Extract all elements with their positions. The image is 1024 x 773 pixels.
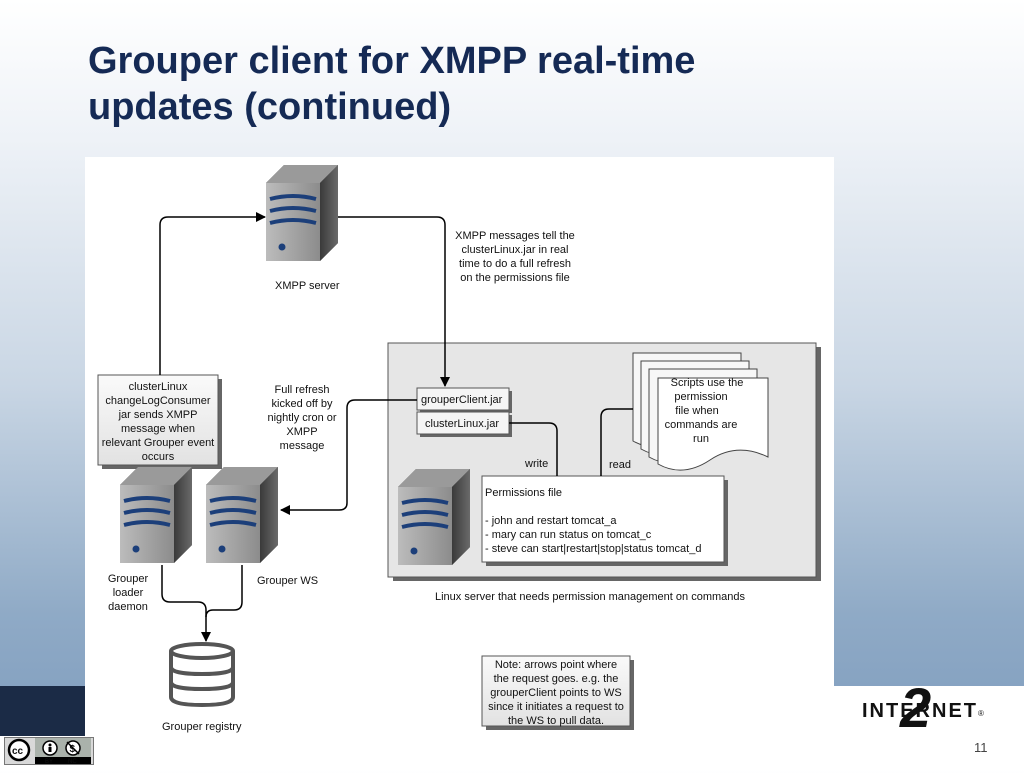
diagram-panel: Linux server that needs permission manag…	[85, 157, 834, 768]
grouper-client-jar-box	[416, 387, 510, 411]
cc-by-label: BY	[45, 759, 53, 764]
arrow-note-text: Note: arrows point where the request goe…	[488, 659, 624, 727]
architecture-diagram: Linux server that needs permission manag…	[97, 163, 821, 733]
grouper-loader-server-icon	[118, 465, 194, 565]
client-to-ws-arrow	[280, 399, 417, 515]
scripts-note-line: commands are	[665, 419, 738, 431]
footer-dark-band	[0, 686, 88, 736]
loader-label-line: Grouper	[108, 573, 149, 585]
consumer-line: changeLogConsumer	[105, 395, 211, 407]
arrow-note-box	[481, 655, 631, 727]
arrow-note-line: the WS to pull data.	[508, 715, 604, 727]
read-connector	[600, 408, 633, 476]
linux-server-label: Linux server that needs permission manag…	[435, 591, 745, 603]
linux-server-icon	[396, 467, 472, 567]
ws-label: Grouper WS	[257, 575, 318, 587]
grouper-client-jar-label: grouperClient.jar	[421, 394, 503, 406]
loader-to-registry-arrow	[161, 565, 211, 642]
consumer-line: message when	[121, 423, 195, 435]
ws-to-registry-connector	[205, 565, 243, 618]
permissions-file-box	[481, 475, 725, 563]
internet2-logo: 2 INTERNET ®	[860, 675, 1000, 765]
full-refresh-note: Full refresh kicked off by nightly cron …	[267, 384, 336, 452]
scripts-note: Scripts use the permission file when com…	[665, 377, 744, 445]
scripts-document-stack	[632, 352, 769, 471]
consumer-box-text: clusterLinux changeLogConsumer jar sends…	[102, 381, 215, 463]
cc-badge-graphic: cc $ BY NC	[7, 738, 91, 765]
loader-label-line: daemon	[108, 601, 148, 613]
full-refresh-line: XMPP	[286, 426, 317, 438]
consumer-box	[97, 374, 219, 466]
full-refresh-line: Full refresh	[274, 384, 329, 396]
scripts-note-line: permission	[674, 391, 727, 403]
scripts-note-line: run	[693, 433, 709, 445]
cc-nc-label: NC	[68, 759, 77, 764]
arrow-note-line: the request goes. e.g. the	[494, 673, 619, 685]
registered-mark: ®	[978, 709, 984, 718]
arrow-note-line: since it initiates a request to	[488, 701, 624, 713]
title-line-2: updates (continued)	[88, 86, 452, 128]
permission-line: - john and restart tomcat_a	[485, 515, 617, 527]
xmpp-note-line: on the permissions file	[460, 272, 569, 284]
arrow-note-line: grouperClient points to WS	[490, 687, 621, 699]
xmpp-note-line: time to do a full refresh	[459, 258, 571, 270]
logo-text: INTERNET	[862, 700, 978, 722]
read-label: read	[609, 459, 631, 471]
full-refresh-line: message	[280, 440, 325, 452]
slide-title: Grouper client for XMPP real-time update…	[88, 38, 888, 130]
full-refresh-line: nightly cron or	[267, 412, 336, 424]
permissions-title: Permissions file	[485, 487, 562, 499]
write-label: write	[524, 458, 548, 470]
internet2-logo-graphic: 2 INTERNET ®	[862, 676, 984, 739]
svg-text:cc: cc	[12, 746, 24, 757]
cc-license-badge: cc $ BY NC	[4, 737, 94, 765]
consumer-to-xmpp-arrow	[159, 212, 266, 375]
logo-mark: 2	[899, 676, 931, 739]
xmpp-note-line: XMPP messages tell the	[455, 230, 575, 242]
consumer-line: occurs	[142, 451, 175, 463]
title-line-1: Grouper client for XMPP real-time	[88, 40, 696, 82]
xmpp-server-label: XMPP server	[275, 280, 340, 292]
xmpp-note-line: clusterLinux.jar in real	[462, 244, 569, 256]
arrow-note-line: Note: arrows point where	[495, 659, 617, 671]
xmpp-note: XMPP messages tell the clusterLinux.jar …	[455, 230, 575, 284]
grouper-ws-server-icon	[204, 465, 280, 565]
loader-label-line: loader	[113, 587, 144, 599]
jar-write-connector	[509, 422, 558, 476]
xmpp-server-icon	[264, 163, 340, 263]
permission-line: - mary can run status on tomcat_c	[485, 529, 652, 541]
consumer-line: relevant Grouper event	[102, 437, 215, 449]
page-number: 11	[974, 740, 988, 755]
full-refresh-line: kicked off by	[272, 398, 333, 410]
permission-line: - steve can start|restart|stop|status to…	[485, 543, 701, 555]
registry-label: Grouper registry	[162, 721, 242, 733]
consumer-line: clusterLinux	[129, 381, 188, 393]
scripts-note-line: file when	[675, 405, 718, 417]
consumer-line: jar sends XMPP	[118, 409, 198, 421]
database-icon	[169, 642, 235, 708]
loader-label: Grouper loader daemon	[108, 573, 149, 613]
xmpp-to-client-arrow	[338, 216, 450, 387]
cluster-linux-jar-label: clusterLinux.jar	[425, 418, 499, 430]
footer-logo-area	[834, 686, 1024, 768]
scripts-note-line: Scripts use the	[671, 377, 744, 389]
svg-text:$: $	[70, 744, 76, 755]
cc-icon	[7, 738, 31, 762]
